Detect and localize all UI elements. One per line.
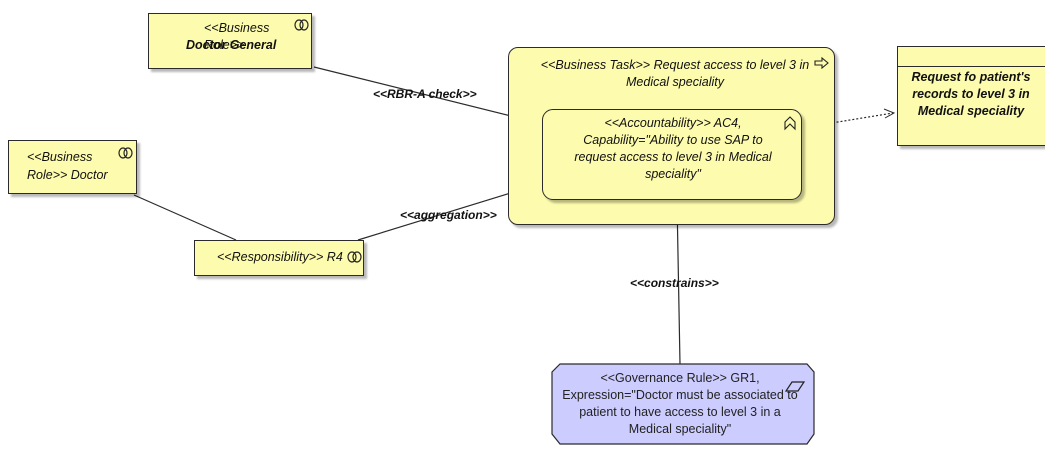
governance-rule-label: <<Governance Rule>> GR1, Expression="Doc… (562, 371, 798, 436)
edge-label-aggregation: <<aggregation>> (400, 208, 497, 222)
request-note-label: Request fo patient's records to level 3 … (911, 70, 1031, 118)
doctor-general-name: Doctor General (186, 38, 277, 52)
edge-label-rbr-check: <<RBR-A check>> (373, 87, 477, 101)
node-doctor[interactable]: <<Business Role>> Doctor (8, 140, 137, 194)
request-note-header (898, 47, 1045, 67)
role-icon (294, 19, 309, 31)
connector-dotted-note[interactable] (800, 112, 894, 129)
edge-label-constrains: <<constrains>> (630, 276, 719, 290)
accountability-label: <<Accountability>> AC4, Capability="Abil… (574, 116, 772, 181)
node-accountability[interactable]: <<Accountability>> AC4, Capability="Abil… (542, 109, 802, 200)
node-request-note[interactable]: Request fo patient's records to level 3 … (897, 46, 1045, 146)
doctor-general-stereotype: <<Business Role>> (204, 21, 270, 52)
business-task-label: <<Business Task>> Request access to leve… (540, 58, 810, 89)
node-responsibility[interactable]: <<Responsibility>> R4 (194, 240, 364, 276)
connector-arrowhead (883, 108, 896, 119)
role-icon (347, 251, 362, 263)
parallelogram-icon (784, 381, 806, 392)
connector-doctor-responsibility[interactable] (133, 194, 237, 241)
doctor-label: <<Business Role>> Doctor (27, 150, 108, 182)
connector-constrains[interactable] (676, 199, 681, 365)
responsibility-label: <<Responsibility>> R4 (217, 250, 343, 264)
governance-rule-shape[interactable] (551, 363, 815, 445)
chevron-up-icon (784, 116, 796, 131)
node-doctor-general[interactable]: <<Business Role>> Doctor General (148, 13, 312, 69)
connector-rbr-check[interactable] (313, 66, 544, 125)
role-icon (118, 147, 133, 159)
process-arrow-icon (814, 57, 829, 69)
